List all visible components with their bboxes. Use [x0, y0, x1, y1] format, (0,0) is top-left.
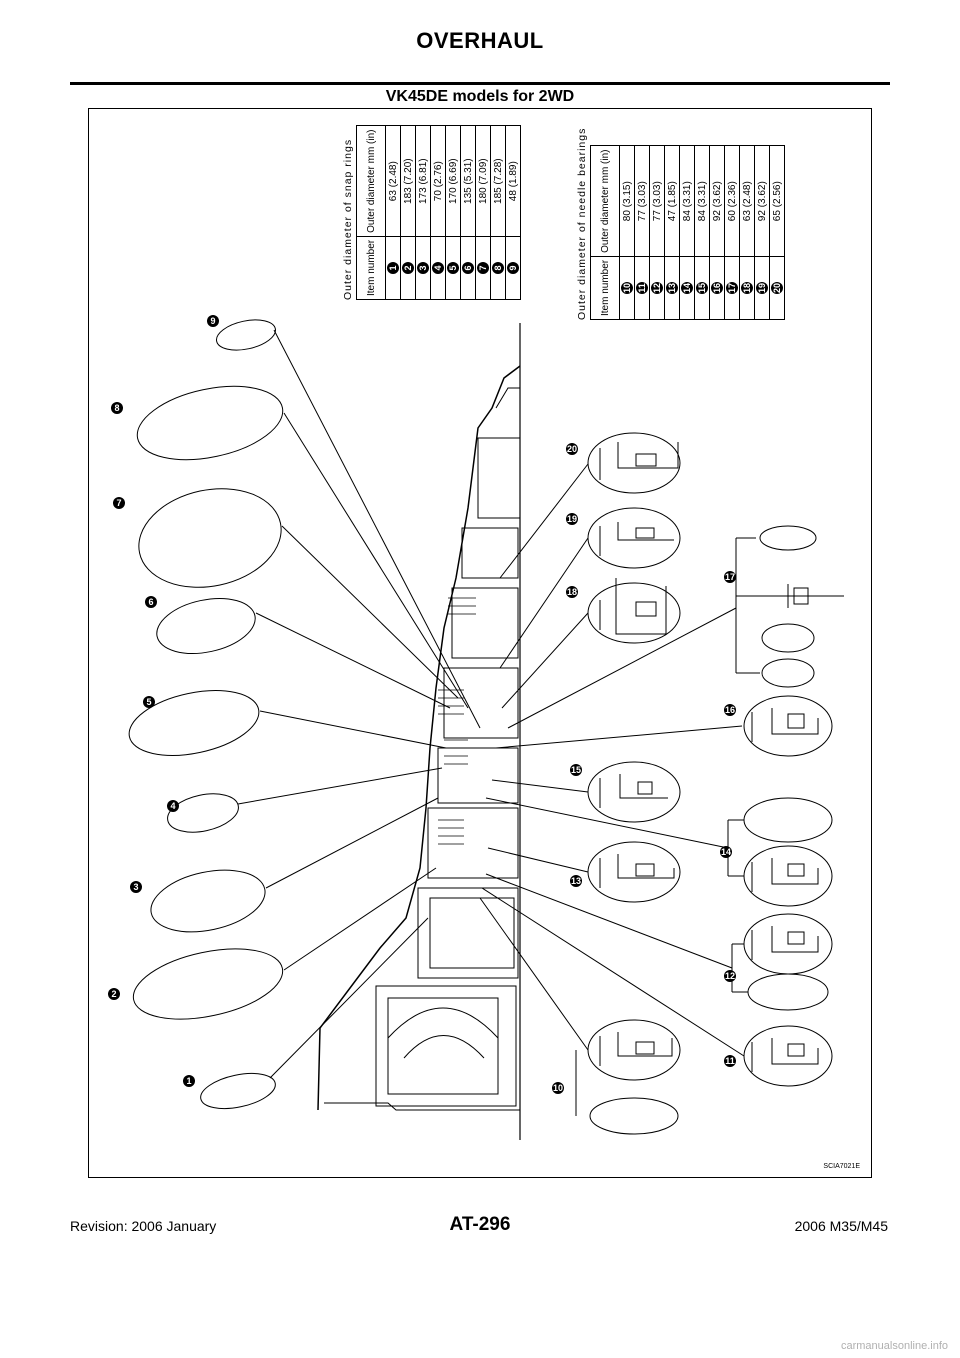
callout-9: 9 [207, 315, 219, 327]
needle-bearing-table-wrapper: Outer diameter of needle bearings Item n… [576, 128, 785, 320]
callout-2: 2 [108, 988, 120, 1000]
callout-18: 18 [566, 586, 578, 598]
callout-15: 15 [570, 764, 582, 776]
footer-model: 2006 M35/M45 [794, 1218, 888, 1234]
section-title: VK45DE models for 2WD [385, 88, 575, 105]
callout-13: 13 [570, 875, 582, 887]
header-rule [70, 82, 890, 85]
snap-ring-table-caption: Outer diameter of snap rings [342, 138, 354, 300]
callout-3: 3 [130, 881, 142, 893]
callout-7: 7 [113, 497, 125, 509]
callout-8: 8 [111, 402, 123, 414]
footer-page-number: AT-296 [449, 1214, 511, 1235]
watermark-link[interactable]: carmanualsonline.info [840, 1340, 948, 1352]
callout-20: 20 [566, 443, 578, 455]
snap-ring-table-wrapper: Outer diameter of snap rings Item number… [342, 126, 521, 300]
callout-12: 12 [724, 970, 736, 982]
col-outer-diameter: Outer diameter mm (in) [590, 146, 620, 257]
callout-6: 6 [145, 596, 157, 608]
callout-1: 1 [183, 1075, 195, 1087]
table-header-row: Item number Outer diameter mm (in) [590, 146, 620, 320]
footer-revision: Revision: 2006 January [70, 1218, 217, 1234]
page-header-title: OVERHAUL [416, 28, 544, 53]
col-item-number: Item number [356, 236, 386, 300]
figure-code: SCIA7021E [823, 1163, 860, 1170]
table-header-row: Item number Outer diameter mm (in) [356, 126, 386, 300]
snap-ring-table: Outer diameter of snap rings Item number… [342, 126, 521, 301]
needle-bearing-table-caption: Outer diameter of needle bearings [576, 127, 588, 320]
callout-10: 10 [552, 1082, 564, 1094]
callout-11: 11 [724, 1055, 736, 1067]
figure-frame [88, 108, 872, 1178]
needle-bearing-table: Outer diameter of needle bearings Item n… [576, 128, 785, 320]
callout-17: 17 [724, 571, 736, 583]
callout-14: 14 [720, 846, 732, 858]
callout-16: 16 [724, 704, 736, 716]
callout-19: 19 [566, 513, 578, 525]
transmission-exploded-diagram [128, 319, 844, 1140]
col-outer-diameter: Outer diameter mm (in) [356, 126, 386, 237]
callout-4: 4 [167, 800, 179, 812]
callout-5: 5 [143, 696, 155, 708]
col-item-number: Item number [590, 256, 620, 320]
